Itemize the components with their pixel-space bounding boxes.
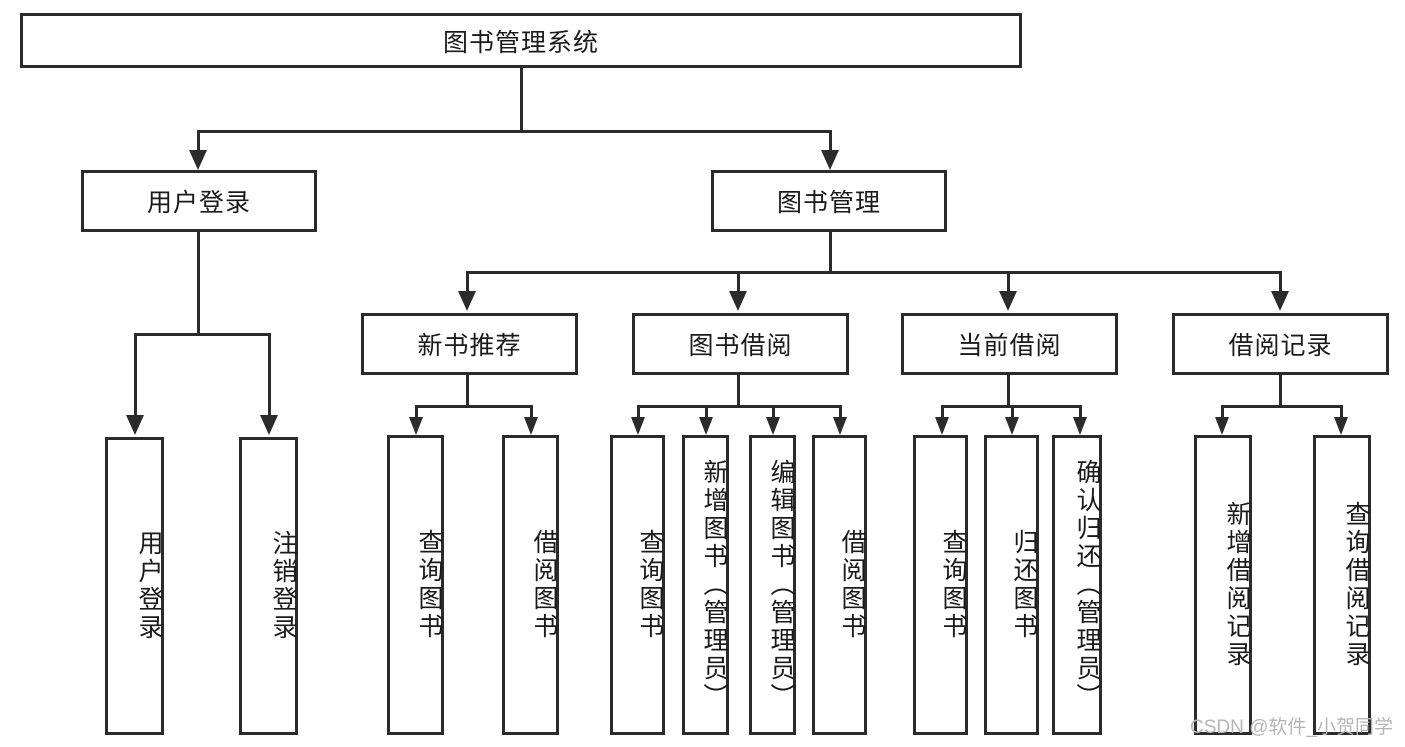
leaf-cb-return-book[interactable]: 归还图书 [984,435,1039,735]
node-label: 借阅图书 [530,529,558,641]
arrowhead-bb-borrow-book [833,417,847,435]
connector-user-login-bar [134,333,271,336]
connector-borrow-record-stem [1279,375,1282,405]
connector-br-leaf1 [1221,405,1224,419]
arrowhead-bb-query-book [631,417,645,435]
leaf-nb-borrow-book[interactable]: 借阅图书 [502,435,559,735]
arrowhead-cb-query-book [935,417,949,435]
node-label: 图书管理系统 [442,28,599,57]
connector-root-stem [520,68,523,130]
connector-root-bar [197,130,832,133]
connector-book-management-stem [829,232,832,271]
connector-root-to-book-management [829,130,832,154]
arrowhead-bb-edit-book [766,417,780,435]
arrowhead-cb-return-book [1005,417,1019,435]
connector-bm-to-current-borrow [1007,271,1010,295]
node-label: 新增图书（管理员） [700,459,728,711]
connector-new-book-bar [415,405,533,408]
connector-bb-leaf2 [705,405,708,419]
connector-bm-to-book-borrow [737,271,740,295]
arrowhead-current-borrow [999,291,1017,311]
arrowhead-book-management [821,150,839,170]
connector-book-borrow-stem [737,375,740,405]
node-label: 确认归还（管理员） [1073,459,1101,711]
connector-cb-leaf3 [1079,405,1082,419]
connector-current-borrow-stem [1007,375,1010,405]
node-label: 新增借阅记录 [1223,501,1251,669]
watermark-text: CSDN @软件_小贺同学 [1190,717,1393,738]
node-label: 用户登录 [146,189,251,217]
arrowhead-leaf-logout [260,415,278,435]
connector-book-borrow-bar [637,405,842,408]
leaf-bb-borrow-book[interactable]: 借阅图书 [812,435,867,735]
connector-nb-leaf2 [530,405,533,419]
leaf-logout[interactable]: 注销登录 [239,437,298,735]
leaf-br-add-record[interactable]: 新增借阅记录 [1194,435,1252,735]
arrowhead-book-borrow [729,291,747,311]
connector-cb-leaf2 [1011,405,1014,419]
leaf-bb-add-book[interactable]: 新增图书（管理员） [682,435,729,735]
node-label: 图书管理 [776,189,881,217]
node-label: 用户登录 [135,530,163,642]
node-current-borrow[interactable]: 当前借阅 [901,313,1118,375]
leaf-nb-query-book[interactable]: 查询图书 [387,435,444,735]
node-label: 当前借阅 [957,332,1062,360]
connector-root-to-user-login [197,130,200,154]
node-label: 注销登录 [269,530,297,642]
arrowhead-borrow-record [1271,291,1289,311]
arrowhead-bb-add-book [699,417,713,435]
node-root-book-management-system[interactable]: 图书管理系统 [20,13,1022,68]
connector-user-login-stem [197,232,200,333]
connector-bb-leaf1 [637,405,640,419]
arrowhead-cb-confirm-return [1073,417,1087,435]
node-user-login[interactable]: 用户登录 [81,170,317,232]
leaf-cb-confirm-return[interactable]: 确认归还（管理员） [1052,435,1102,735]
node-label: 编辑图书（管理员） [767,459,795,711]
leaf-bb-edit-book[interactable]: 编辑图书（管理员） [749,435,796,735]
arrowhead-br-add-record [1215,417,1229,435]
connector-cb-leaf1 [941,405,944,419]
arrowhead-nb-query-book [409,417,423,435]
connector-bb-leaf3 [772,405,775,419]
node-label: 图书借阅 [688,332,793,360]
connector-user-login-leaf2 [268,333,271,417]
connector-bm-to-borrow-record [1279,271,1282,295]
node-label: 查询借阅记录 [1342,501,1370,669]
leaf-cb-query-book[interactable]: 查询图书 [913,435,968,735]
connector-bb-leaf4 [839,405,842,419]
arrowhead-leaf-user-login [126,415,144,435]
node-label: 查询图书 [415,529,443,641]
arrowhead-user-login [189,150,207,170]
leaf-bb-query-book[interactable]: 查询图书 [610,435,665,735]
connector-borrow-record-bar [1221,405,1343,408]
connector-book-management-bar [466,271,1282,274]
node-borrow-record[interactable]: 借阅记录 [1172,313,1389,375]
connector-nb-leaf1 [415,405,418,419]
connector-bm-to-new-book [466,271,469,295]
node-label: 借阅图书 [838,529,866,641]
connector-new-book-stem [466,375,469,405]
leaf-user-login[interactable]: 用户登录 [105,437,164,735]
arrowhead-nb-borrow-book [524,417,538,435]
arrowhead-new-book-recommend [458,291,476,311]
node-label: 查询图书 [636,529,664,641]
arrowhead-br-query-record [1334,417,1348,435]
leaf-br-query-record[interactable]: 查询借阅记录 [1313,435,1371,735]
node-label: 查询图书 [939,529,967,641]
node-label: 新书推荐 [417,332,522,360]
node-new-book-recommend[interactable]: 新书推荐 [361,313,578,375]
connector-br-leaf2 [1340,405,1343,419]
connector-user-login-leaf1 [134,333,137,417]
node-label: 借阅记录 [1228,332,1333,360]
node-book-borrow[interactable]: 图书借阅 [632,313,849,375]
node-book-management[interactable]: 图书管理 [711,170,947,232]
node-label: 归还图书 [1010,529,1038,641]
